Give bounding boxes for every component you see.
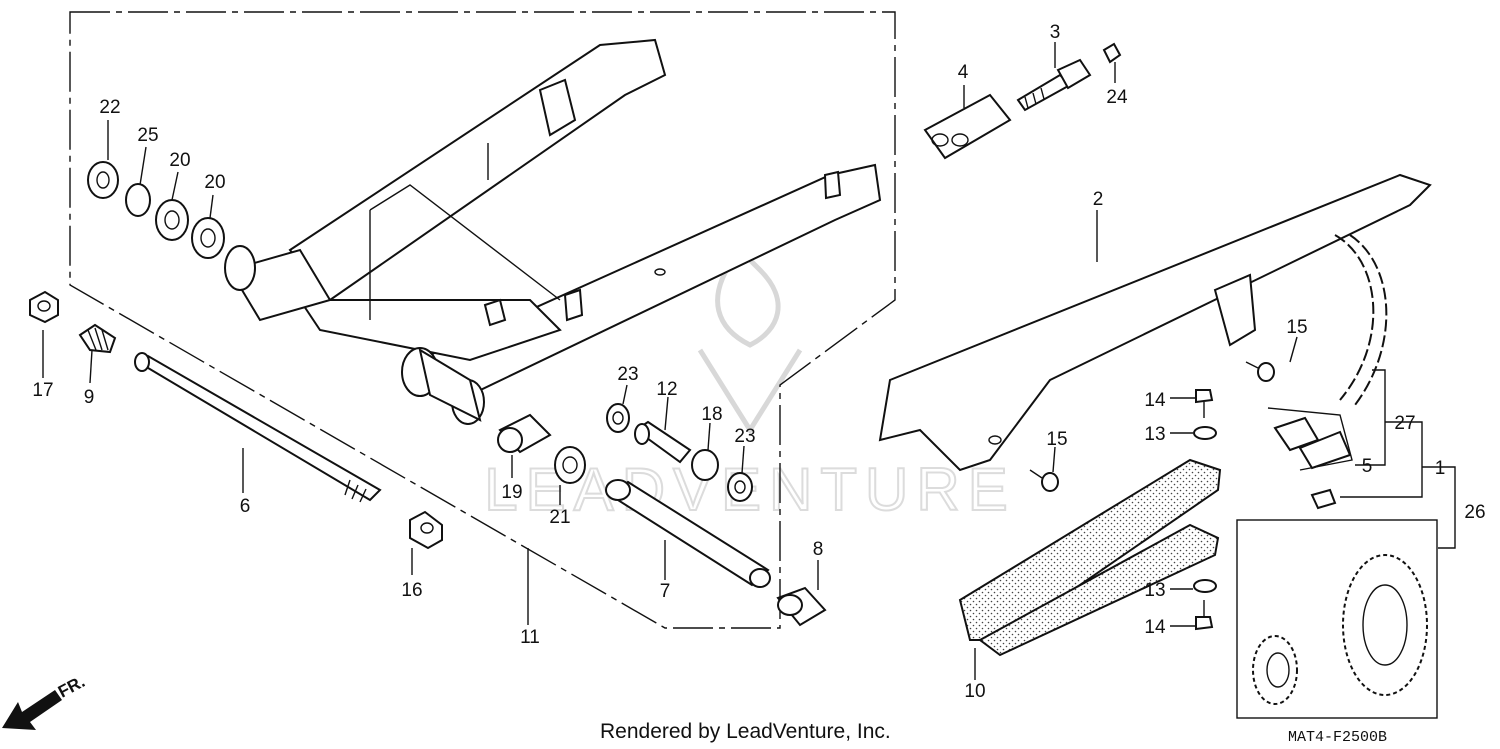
part-label-13-upper[interactable]: 13: [1144, 424, 1165, 445]
bearing-stack: [87, 161, 225, 259]
adjuster-bolt-3: [1016, 58, 1092, 112]
part-label-10[interactable]: 10: [964, 681, 985, 702]
part-label-12[interactable]: 12: [656, 379, 677, 400]
pivot-nut-17: [29, 290, 59, 324]
leader-lines: [42, 42, 1456, 680]
chain-adjuster-4: [923, 93, 1012, 160]
part-label-25[interactable]: 25: [137, 125, 158, 146]
adjuster-bolt-9: [78, 323, 117, 354]
part-label-15-lower[interactable]: 15: [1046, 429, 1067, 450]
part-label-24[interactable]: 24: [1106, 87, 1128, 108]
part-label-14-lower[interactable]: 14: [1144, 617, 1166, 638]
label-tag: [1310, 488, 1337, 510]
part-label-26[interactable]: 26: [1464, 502, 1485, 523]
part-label-8[interactable]: 8: [813, 539, 824, 560]
washer-13-lower: [1193, 579, 1217, 593]
sprocket-kit-box: [1236, 519, 1438, 719]
drive-sprocket: [1252, 635, 1298, 705]
pivot-bolt-6: [134, 352, 382, 503]
bolt-14-upper: [1195, 389, 1214, 418]
diagram-code: MAT4-F2500B: [1288, 729, 1387, 746]
part-label-15-upper[interactable]: 15: [1286, 317, 1307, 338]
part-label-7[interactable]: 7: [660, 581, 671, 602]
part-label-20b[interactable]: 20: [204, 172, 225, 193]
nut-16: [409, 510, 443, 550]
part-label-23b[interactable]: 23: [734, 426, 755, 447]
arrow-icon: [2, 690, 62, 730]
part-label-1[interactable]: 1: [1435, 458, 1446, 479]
part-label-20a[interactable]: 20: [169, 150, 190, 171]
bushings: [497, 403, 753, 502]
swingarm-group-boundary: [69, 11, 896, 629]
rear-sprocket: [1342, 554, 1428, 696]
part-label-14-upper[interactable]: 14: [1144, 390, 1166, 411]
bolt-14-lower: [1195, 600, 1214, 631]
washer-13-upper: [1193, 426, 1217, 440]
part-label-22[interactable]: 22: [99, 97, 120, 118]
chain-case-2: [878, 173, 1432, 472]
part-label-18[interactable]: 18: [701, 404, 722, 425]
part-label-19[interactable]: 19: [501, 482, 522, 503]
part-label-5[interactable]: 5: [1362, 456, 1373, 477]
part-label-4[interactable]: 4: [958, 62, 969, 83]
part-label-23a[interactable]: 23: [617, 364, 638, 385]
swingarm: [224, 38, 882, 425]
pivot-pipe-7: [605, 479, 771, 588]
chain-slider-10: [958, 458, 1222, 657]
footer-credit: Rendered by LeadVenture, Inc.: [600, 720, 891, 743]
collar-8: [776, 586, 827, 627]
part-label-16[interactable]: 16: [401, 580, 422, 601]
bolt-15-upper: [1245, 361, 1275, 382]
master-link-5: [1267, 407, 1353, 471]
drive-chain: [1334, 234, 1388, 406]
part-label-3[interactable]: 3: [1050, 22, 1061, 43]
front-direction-marker: FR.: [2, 672, 88, 730]
part-label-9[interactable]: 9: [84, 387, 95, 408]
part-label-11[interactable]: 11: [520, 627, 540, 648]
clip-24: [1102, 42, 1122, 64]
part-label-27[interactable]: 27: [1394, 413, 1415, 434]
part-label-2[interactable]: 2: [1093, 189, 1104, 210]
part-label-13-lower[interactable]: 13: [1144, 580, 1165, 601]
part-label-17[interactable]: 17: [32, 380, 53, 401]
bolt-15-lower: [1029, 469, 1059, 492]
part-label-6[interactable]: 6: [240, 496, 251, 517]
part-label-21[interactable]: 21: [549, 507, 570, 528]
